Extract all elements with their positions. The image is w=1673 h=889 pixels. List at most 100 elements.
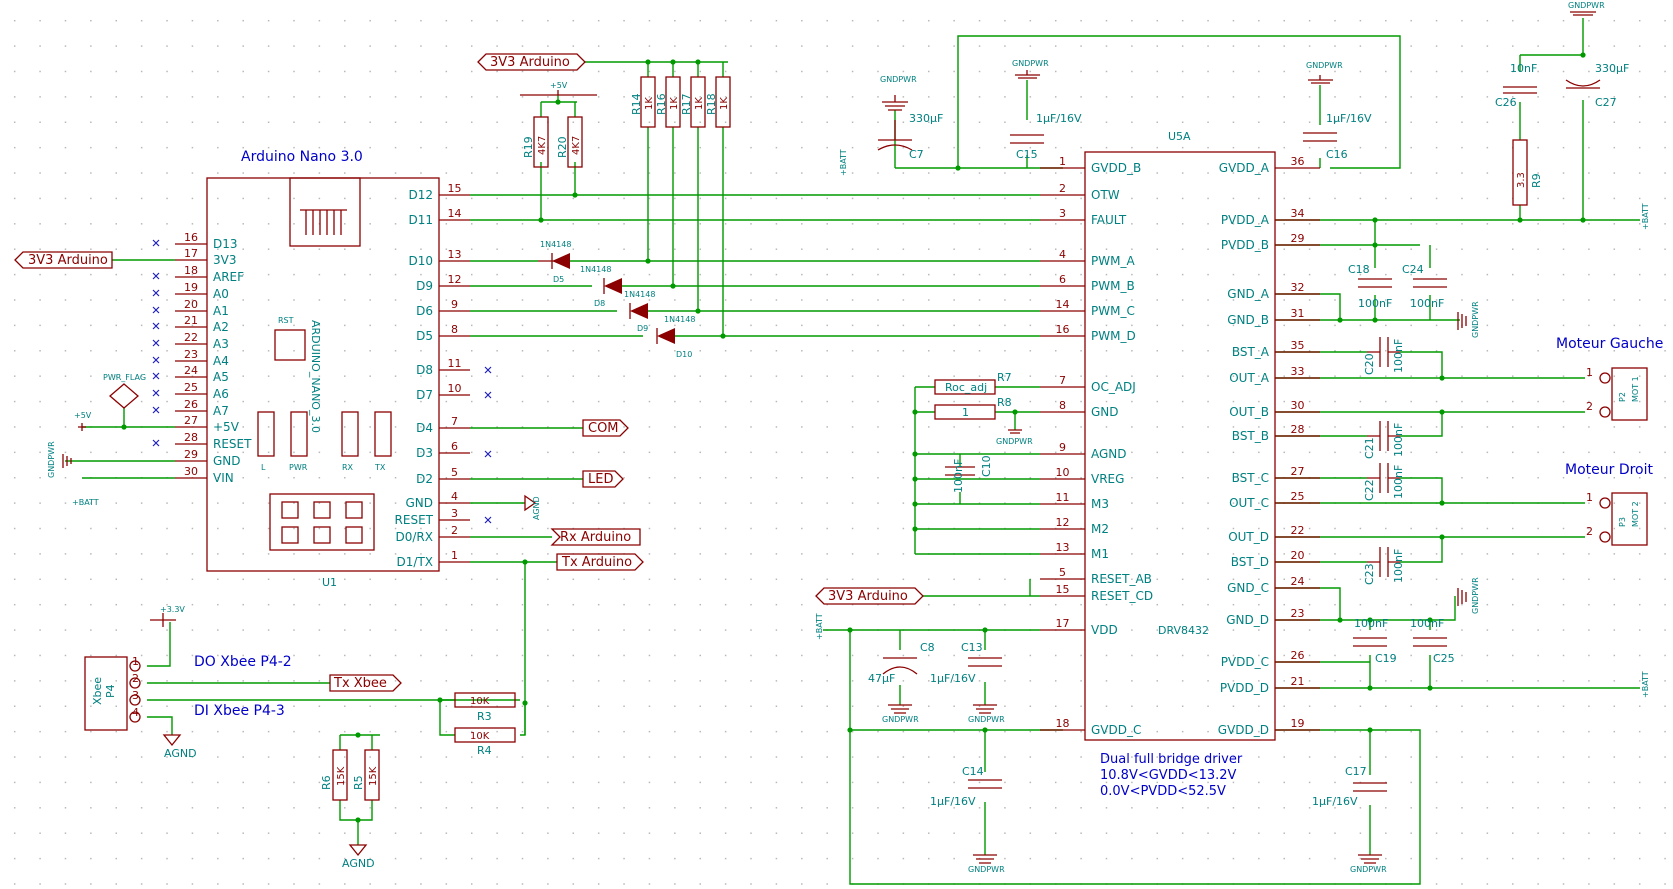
svg-text:D8: D8 bbox=[594, 299, 605, 308]
svg-text:C15: C15 bbox=[1016, 148, 1038, 161]
svg-text:1: 1 bbox=[132, 655, 139, 668]
u1-left-pin-number: 19 bbox=[184, 281, 198, 294]
label-tx-xbee: Tx Xbee bbox=[333, 676, 387, 691]
u1-right-pin-name: D4 bbox=[416, 421, 433, 435]
u5-ref: U5A bbox=[1168, 130, 1191, 143]
label-tx: Tx Arduino bbox=[561, 555, 632, 570]
u5-left-pin-name: VDD bbox=[1091, 623, 1118, 637]
u1-left-pin-name: A4 bbox=[213, 354, 229, 368]
u5-right-pin-number: 32 bbox=[1291, 281, 1305, 294]
u1-right-pin-name: D0/RX bbox=[396, 530, 433, 544]
u5-right-pin-number: 27 bbox=[1291, 465, 1305, 478]
u5-left-pin-number: 11 bbox=[1056, 491, 1070, 504]
gndpwr-top: GNDPWR bbox=[1568, 1, 1605, 10]
u5-right-pin-name: PVDD_A bbox=[1221, 213, 1270, 227]
u1-left-pin-name: VIN bbox=[213, 471, 234, 485]
u5-right-pin-name: BST_D bbox=[1231, 555, 1269, 569]
svg-text:MOT 1: MOT 1 bbox=[1631, 376, 1640, 402]
svg-text:3: 3 bbox=[132, 689, 139, 702]
u5-right-pin-name: OUT_A bbox=[1229, 371, 1270, 385]
u5-left-pin-number: 14 bbox=[1056, 298, 1070, 311]
svg-text:R20: R20 bbox=[556, 136, 569, 158]
u1-right-pin-number: 8 bbox=[451, 323, 458, 336]
svg-text:C18: C18 bbox=[1348, 263, 1370, 276]
u5-left-pin-name: PWM_C bbox=[1091, 304, 1135, 318]
svg-text:15K: 15K bbox=[368, 766, 379, 786]
u1-left-pin-number: 23 bbox=[184, 348, 198, 361]
gndpwr-left: GNDPWR bbox=[47, 441, 56, 478]
u5-right-pin-name: GND_A bbox=[1227, 287, 1270, 301]
svg-text:C20: C20 bbox=[1363, 353, 1376, 375]
u5-left-pin-number: 7 bbox=[1059, 374, 1066, 387]
gndpwr-c8: GNDPWR bbox=[882, 715, 919, 724]
schematic-text: Arduino Nano 3.0 U1 ARDUINO_NANO_3.0 RST… bbox=[28, 1, 1663, 874]
u5-right-pin-number: 36 bbox=[1291, 155, 1305, 168]
u5-right-pin-number: 30 bbox=[1291, 399, 1305, 412]
u5-left-pin-number: 3 bbox=[1059, 207, 1066, 220]
u1-right-pin-name: D11 bbox=[408, 213, 433, 227]
svg-text:100nF: 100nF bbox=[1392, 339, 1405, 373]
u1-right-pin-number: 3 bbox=[451, 507, 458, 520]
u5-right-pin-name: PVDD_B bbox=[1221, 238, 1269, 252]
svg-text:1N4148: 1N4148 bbox=[580, 265, 611, 274]
u5-right-pin-name: BST_A bbox=[1232, 345, 1270, 359]
svg-text:R14: R14 bbox=[630, 93, 643, 115]
svg-text:100nF: 100nF bbox=[1410, 297, 1444, 310]
svg-text:R16: R16 bbox=[655, 93, 668, 115]
u5-left-pin-number: 18 bbox=[1056, 717, 1070, 730]
svg-text:330µF: 330µF bbox=[909, 112, 943, 125]
u5-right-pin-name: BST_B bbox=[1232, 429, 1269, 443]
u5-left-pin-name: M1 bbox=[1091, 547, 1109, 561]
svg-text:Xbee: Xbee bbox=[91, 677, 104, 705]
u5-left-pin-name: M2 bbox=[1091, 522, 1109, 536]
svg-text:D10: D10 bbox=[676, 350, 692, 359]
u1-right-pin-name: D6 bbox=[416, 304, 433, 318]
label-di-xbee: DI Xbee P4-3 bbox=[194, 703, 285, 719]
u1-right-pin-number: 13 bbox=[448, 248, 462, 261]
u5-left-pin-name: PWM_B bbox=[1091, 279, 1135, 293]
u1-right-pin-name: D8 bbox=[416, 363, 433, 377]
u5-left-pin-number: 5 bbox=[1059, 566, 1066, 579]
u1-left-pin-number: 20 bbox=[184, 298, 198, 311]
u5-left-pin-number: 17 bbox=[1056, 617, 1070, 630]
svg-text:C16: C16 bbox=[1326, 148, 1348, 161]
connectors bbox=[84, 367, 1648, 731]
u5-left-pin-name: GVDD_C bbox=[1091, 723, 1141, 737]
u5-left-pin-number: 13 bbox=[1056, 541, 1070, 554]
u5-right-pin-name: GND_B bbox=[1227, 313, 1269, 327]
svg-text:1K: 1K bbox=[669, 97, 680, 110]
svg-text:100nF: 100nF bbox=[1392, 549, 1405, 583]
u1-left-pin-name: A6 bbox=[213, 387, 229, 401]
svg-text:R8: R8 bbox=[997, 396, 1012, 409]
led-l: L bbox=[261, 463, 266, 472]
u5-left-pin-name: M3 bbox=[1091, 497, 1109, 511]
rst-label: RST bbox=[278, 316, 294, 325]
u1-right-pin-name: D3 bbox=[416, 446, 433, 460]
u1-left-pin-number: 16 bbox=[184, 231, 198, 244]
u1-right-pin-name: D9 bbox=[416, 279, 433, 293]
u1-left-pin-number: 24 bbox=[184, 364, 198, 377]
u5-right-pin-number: 24 bbox=[1291, 575, 1305, 588]
u5-left-pin-name: PWM_A bbox=[1091, 254, 1135, 268]
pbatt-u1: +BATT bbox=[72, 498, 99, 507]
svg-text:4: 4 bbox=[132, 706, 139, 719]
svg-text:P3: P3 bbox=[1618, 517, 1627, 527]
u1-left-pin-name: A0 bbox=[213, 287, 229, 301]
svg-text:C19: C19 bbox=[1375, 652, 1397, 665]
svg-text:100nF: 100nF bbox=[1392, 423, 1405, 457]
u5-right-pin-number: 28 bbox=[1291, 423, 1305, 436]
svg-text:1K: 1K bbox=[694, 97, 705, 110]
gndpwr-gnd: GNDPWR bbox=[996, 437, 1033, 446]
u5-left-pin-name: OC_ADJ bbox=[1091, 380, 1136, 394]
u5-left-pin-number: 2 bbox=[1059, 182, 1066, 195]
u1-right-pin-name: D1/TX bbox=[397, 555, 433, 569]
pbatt-right2: +BATT bbox=[1641, 671, 1650, 698]
svg-text:C17: C17 bbox=[1345, 765, 1367, 778]
svg-text:R6: R6 bbox=[320, 775, 333, 790]
pbatt-vdd: +BATT bbox=[815, 613, 824, 640]
svg-text:R9: R9 bbox=[1530, 173, 1543, 188]
u5-left-pin-name: RESET_AB bbox=[1091, 572, 1152, 586]
